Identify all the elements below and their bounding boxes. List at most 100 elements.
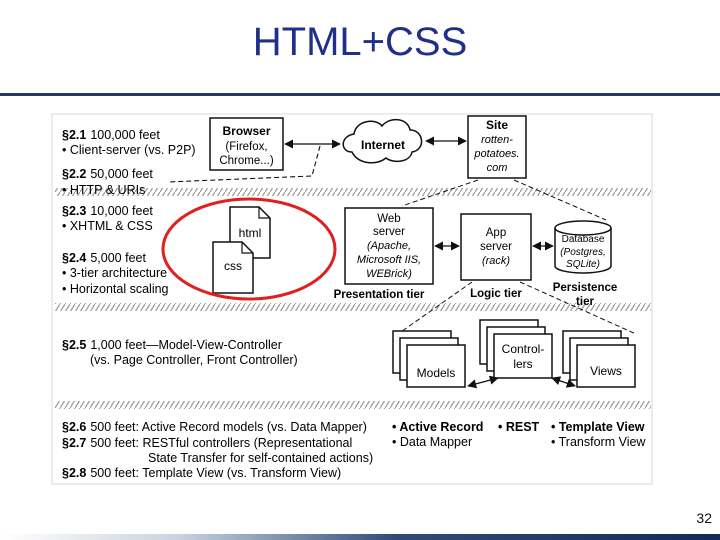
browser-subtitle: Chrome...) [219, 155, 273, 167]
legend-column-2: • REST [498, 420, 540, 434]
browser-box: Browser (Firefox, Chrome...) [209, 117, 284, 171]
section-bullet: • 3-tier architecture [62, 266, 167, 280]
app-server-label: server [480, 241, 512, 253]
section-number: §2.6 [62, 420, 86, 434]
models-label: Models [417, 366, 456, 380]
site-url: potatoes. [473, 148, 519, 160]
web-server-detail: (Apache, [367, 240, 411, 252]
layer-band-3 [55, 401, 651, 409]
section-number: §2.8 [62, 466, 86, 480]
models-stack: Models [392, 330, 466, 388]
site-title: Site [486, 118, 508, 132]
section-bullet: • HTTP & URIs [62, 183, 145, 197]
legend-bullet: • REST [498, 420, 540, 434]
section-number: §2.3 [62, 204, 86, 218]
section-number: §2.1 [62, 128, 86, 142]
section-text: 500 feet: Active Record models (vs. Data… [90, 420, 367, 434]
section-heading: 10,000 feet [90, 204, 153, 218]
section-text: 500 feet: Template View (vs. Transform V… [90, 466, 341, 480]
footer-bar [0, 534, 720, 540]
logic-tier-label: Logic tier [470, 288, 522, 300]
section-heading: 1,000 feet—Model-View-Controller [90, 338, 282, 352]
css-document-icon: css [212, 241, 254, 294]
legend-bullet: • Transform View [551, 435, 646, 449]
controllers-label: Control- [502, 342, 545, 356]
controllers-views-arrow [551, 376, 576, 388]
svg-text:§2.250,000 feet: §2.2 50,000 feet [62, 167, 153, 181]
section-number: §2.7 [62, 436, 86, 450]
page-number: 32 [696, 510, 712, 526]
section-number: §2.2 [62, 167, 86, 181]
models-controllers-arrow [467, 375, 499, 389]
svg-text:§2.45,000 feet: §2.4 5,000 feet [62, 251, 146, 265]
section-bullet: • XHTML & CSS [62, 219, 153, 233]
highlight-circle [161, 197, 337, 301]
app-server-detail: (rack) [482, 255, 510, 267]
section-2-8: §2.8 500 feet: Template View (vs. Transfo… [62, 466, 341, 480]
app-to-mvc-dashed [519, 281, 637, 335]
internet-cloud: Internet [342, 118, 423, 164]
legend-column-3: • Template View • Transform View [551, 420, 646, 449]
site-to-webserver-dashed [401, 179, 479, 207]
web-server-label: Web [377, 213, 400, 225]
app-to-mvc-dashed [397, 281, 473, 335]
controllers-label: lers [513, 357, 532, 371]
section-number: §2.4 [62, 251, 86, 265]
layer-band-1 [55, 188, 651, 196]
legend-bullet: • Template View [551, 420, 645, 434]
section-bullet: • Horizontal scaling [62, 282, 169, 296]
site-box: Site rotten- potatoes. com [467, 115, 527, 179]
svg-text:§2.310,000 feet: §2.3 10,000 feet [62, 204, 153, 218]
database-detail: SQLite) [566, 259, 600, 270]
section-2-2: §2.2 50,000 feet • HTTP & URIs [62, 167, 153, 197]
persistence-tier-label: tier [576, 296, 594, 308]
web-server-detail: Microsoft IIS, [357, 254, 421, 266]
section-bullet: • Client-server (vs. P2P) [62, 143, 196, 157]
section-heading: 100,000 feet [90, 128, 160, 142]
section-subline: State Transfer for self-contained action… [148, 451, 373, 465]
web-server-detail: WEBrick) [366, 268, 412, 280]
web-server-box: Web server (Apache, Microsoft IIS, WEBri… [344, 207, 434, 285]
layer-band-2 [55, 303, 651, 311]
browser-subtitle: (Firefox, [225, 141, 267, 153]
views-stack: Views [562, 330, 636, 388]
database-label: Database [562, 234, 605, 245]
controllers-stack: Control- lers [479, 319, 553, 379]
browser-title: Browser [222, 124, 270, 138]
diagram-frame [51, 113, 653, 485]
internet-label: Internet [361, 138, 405, 152]
section-heading: 5,000 feet [90, 251, 146, 265]
site-url: rotten- [481, 134, 513, 146]
app-server-box: App server (rack) [460, 213, 532, 281]
persistence-tier-label: Persistence [553, 282, 618, 294]
section-number: §2.5 [62, 338, 86, 352]
section-heading: 50,000 feet [90, 167, 153, 181]
section-2-5: §2.5 1,000 feet—Model-View-Controller (vs… [62, 338, 298, 367]
html-label: html [239, 226, 262, 240]
section-2-4: §2.4 5,000 feet • 3-tier architecture • H… [62, 251, 169, 296]
svg-text:§2.51,000 feet—Model-View-Cont: §2.5 1,000 feet—Model-View-Controller [62, 338, 282, 352]
client-server-dashed [167, 145, 321, 183]
database-cylinder: Database (Postgres, SQLite) [554, 220, 612, 274]
web-server-label: server [373, 226, 405, 238]
site-url: com [487, 162, 508, 174]
title-divider [0, 93, 720, 96]
slide-title: HTML+CSS [252, 20, 468, 64]
views-label: Views [590, 364, 622, 378]
legend-column-1: • Active Record • Data Mapper [392, 420, 483, 449]
legend-bullet: • Data Mapper [392, 435, 472, 449]
css-label: css [224, 259, 242, 273]
section-subline: (vs. Page Controller, Front Controller) [90, 353, 298, 367]
section-2-3: §2.3 10,000 feet • XHTML & CSS [62, 204, 153, 233]
database-detail: (Postgres, [560, 247, 606, 258]
section-2-6: §2.6 500 feet: Active Record models (vs. … [62, 420, 367, 434]
presentation-tier-label: Presentation tier [334, 289, 425, 301]
legend-bullet: • Active Record [392, 420, 483, 434]
site-to-database-dashed [513, 179, 607, 221]
